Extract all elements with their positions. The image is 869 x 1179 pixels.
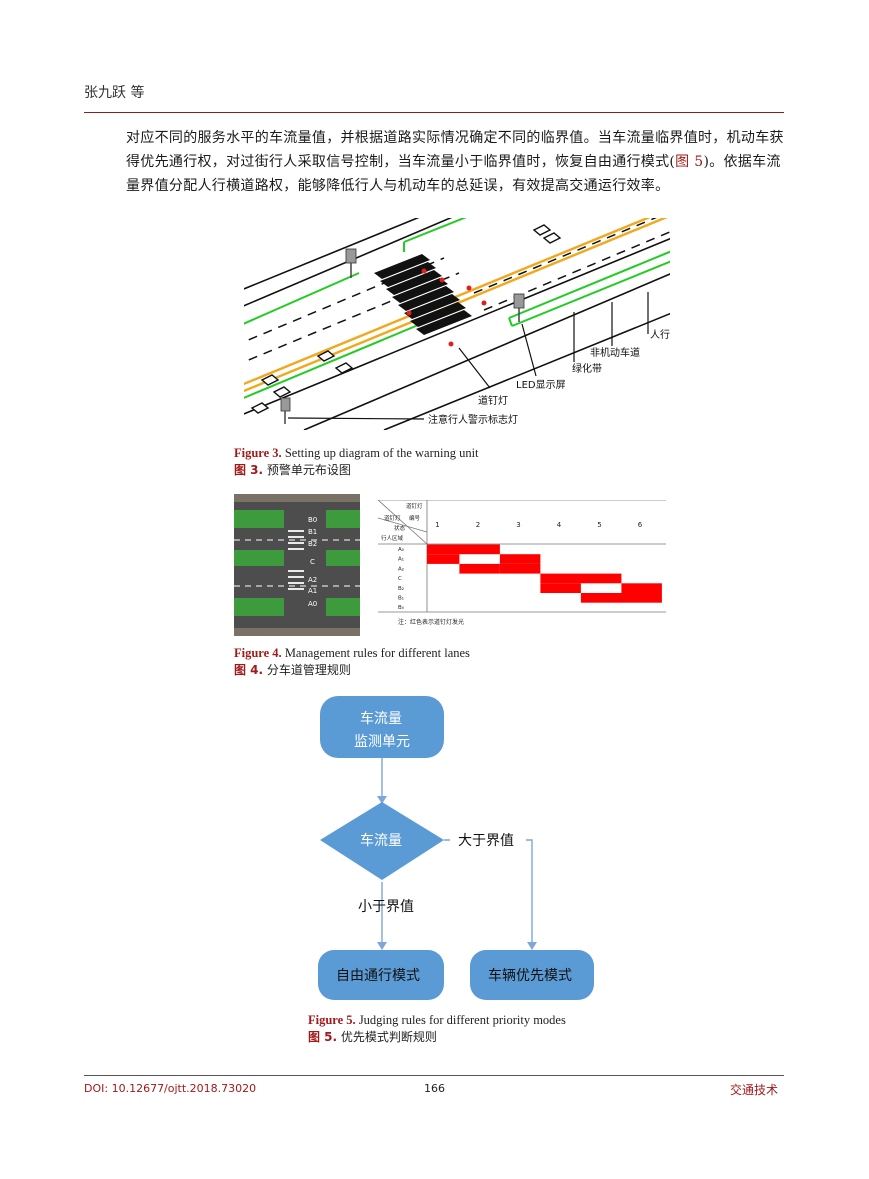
lit-stud-cell [621, 583, 662, 593]
figure-5-caption-en: Figure 5. Judging rules for different pr… [308, 1013, 566, 1027]
figure-4-caption-zh: 图 4. 分车道管理规则 [234, 663, 351, 677]
body-paragraph: 对应不同的服务水平的车流量值，并根据道路实际情况确定不同的临界值。当车流量临界值… [126, 126, 784, 198]
greater-than-threshold-label: 大于界值 [458, 833, 514, 849]
lit-stud-cell [540, 573, 622, 584]
lit-stud-cell [540, 583, 581, 593]
table-corner-pedestrian-area: 行人区域 [381, 534, 404, 542]
paragraph-text-pre: 对应不同的服务水平的车流量值，并根据道路实际情况确定不同的临界值。当车流量临界值… [126, 130, 784, 170]
figure-5-caption-zh: 图 5. 优先模式判断规则 [308, 1030, 437, 1044]
figure-3-caption-en: Figure 3. Setting up diagram of the warn… [234, 446, 479, 460]
table-corner-stud: 道钉灯 [406, 502, 423, 510]
table-row-label: C [398, 576, 402, 582]
table-column-label: 4 [557, 521, 562, 529]
table-column-label: 2 [476, 521, 480, 529]
lit-stud-cell [459, 563, 500, 574]
footer-rule [84, 1075, 784, 1076]
running-header-author: 张九跃 等 [84, 85, 145, 101]
figure-3-caption-zh: 图 3. 预警单元布设图 [234, 463, 351, 477]
lit-stud-cell [427, 554, 460, 564]
decision-label: 车流量 [360, 832, 402, 849]
table-corner-state: 状态 [394, 524, 406, 532]
figure-4-lane-photo: B0 B1 B2 C A2 A1 A0 [234, 494, 360, 636]
photo-label-b0: B0 [308, 516, 317, 524]
decision-diamond [320, 802, 444, 880]
footer-doi-link[interactable]: DOI: 10.12677/ojtt.2018.73020 [84, 1082, 257, 1095]
label-sidewalk: 人行道 [650, 328, 670, 341]
figure-5-reference-link[interactable]: 图 5 [675, 154, 704, 170]
photo-label-a0: A0 [308, 600, 317, 608]
table-corner-number: 编号 [409, 514, 421, 522]
label-led-screen: LED显示屏 [516, 379, 566, 391]
table-column-label: 1 [435, 521, 439, 529]
photo-label-a2: A2 [308, 576, 317, 584]
monitor-unit-box [320, 696, 444, 758]
table-row-label: B₀ [398, 605, 405, 611]
priority-mode-box [470, 950, 594, 1000]
free-mode-label: 自由通行模式 [336, 968, 420, 984]
header-rule [84, 112, 784, 113]
table-row-label: A₀ [398, 547, 405, 553]
lit-stud-cell [499, 563, 541, 574]
table-column-label: 6 [638, 521, 643, 529]
photo-label-b2: B2 [308, 540, 317, 548]
footer-journal-name: 交通技术 [730, 1083, 779, 1097]
figure-4-caption-en: Figure 4. Management rules for different… [234, 646, 470, 660]
table-column-label: 3 [516, 521, 520, 529]
table-note: 注：红色表示道钉灯发光 [398, 618, 464, 626]
paragraph-text-post: )。依据车流量界值分配人行横道路权，能够降低行人与机动车的总延误，有效提高交通运… [126, 154, 781, 194]
less-than-threshold-label: 小于界值 [358, 899, 414, 915]
photo-label-b1: B1 [308, 528, 317, 536]
table-row-label: A₂ [398, 566, 404, 572]
table-column-label: 5 [597, 521, 601, 529]
table-row-label: A₁ [398, 557, 404, 563]
figure-3-road-diagram: 人行道 非机动车道 绿化带 LED显示屏 道钉灯 注意行人警示标志灯 [244, 218, 670, 430]
table-row-label: B₁ [398, 596, 404, 602]
monitor-unit-line1: 车流量 [360, 710, 402, 727]
photo-label-a1: A1 [308, 587, 317, 595]
table-corner-stud-2: 道钉灯 [384, 514, 401, 522]
priority-mode-label: 车辆优先模式 [488, 967, 572, 984]
free-mode-box [318, 950, 444, 1000]
photo-label-c: C [310, 558, 315, 566]
lit-stud-cell [499, 554, 541, 564]
table-row-label: B₂ [398, 586, 404, 592]
label-warning-lamp: 注意行人警示标志灯 [428, 413, 518, 426]
label-road-stud: 道钉灯 [478, 394, 508, 407]
lit-stud-cell [580, 593, 662, 603]
label-non-motor-lane: 非机动车道 [590, 346, 640, 359]
lit-stud-cell [427, 544, 500, 555]
monitor-unit-line2: 监测单元 [354, 734, 410, 750]
figure-5-flowchart: 车流量 监测单元 车流量 大于界值 小于界值 自由通行模式 车辆优先模式 [318, 696, 594, 1000]
label-green-belt: 绿化带 [572, 362, 602, 375]
page-number: 166 [424, 1082, 445, 1095]
